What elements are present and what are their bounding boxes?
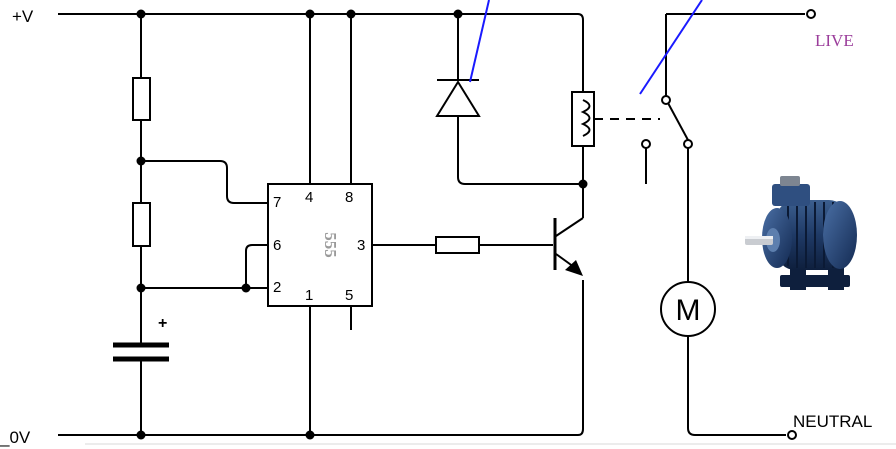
pin-7-label: 7: [273, 194, 281, 211]
flyback-diode: [435, 14, 583, 185]
pin-4-label: 4: [305, 189, 313, 206]
neutral-terminal[interactable]: [787, 430, 797, 440]
positive-rail: [58, 13, 584, 92]
capacitor-polarity: +: [158, 315, 167, 332]
pin-1-label: 1: [305, 287, 313, 304]
relay-coil: [571, 91, 595, 184]
motor-symbol: M: [660, 281, 786, 436]
resistor-r1: [132, 77, 151, 121]
resistor-r2: [132, 202, 151, 247]
ground-rail-label: _0V: [0, 428, 31, 447]
pin-8-label: 8: [345, 189, 353, 206]
pin-3-label: 3: [357, 237, 365, 254]
base-resistor: [435, 236, 480, 254]
motor-letter: M: [676, 294, 701, 327]
timing-chain: [113, 14, 169, 435]
ic-label: 555: [321, 232, 340, 258]
neutral-label: NEUTRAL: [793, 412, 872, 431]
junction-dots: [136, 9, 588, 440]
live-label: LIVE: [815, 31, 854, 50]
positive-rail-label: +V: [12, 7, 34, 26]
wire-pin6: [245, 244, 268, 288]
wire-pin7: [141, 160, 268, 204]
pin-2-label: 2: [273, 279, 281, 296]
live-terminal[interactable]: [806, 9, 816, 19]
annotation-line-switch: [639, 0, 703, 95]
electric-motor-icon: [745, 176, 857, 290]
pin-5-label: 5: [345, 287, 353, 304]
annotation-line-diode: [469, 0, 490, 83]
npn-transistor: [553, 184, 584, 276]
pin-6-label: 6: [273, 237, 281, 254]
relay-switch: [641, 14, 693, 282]
